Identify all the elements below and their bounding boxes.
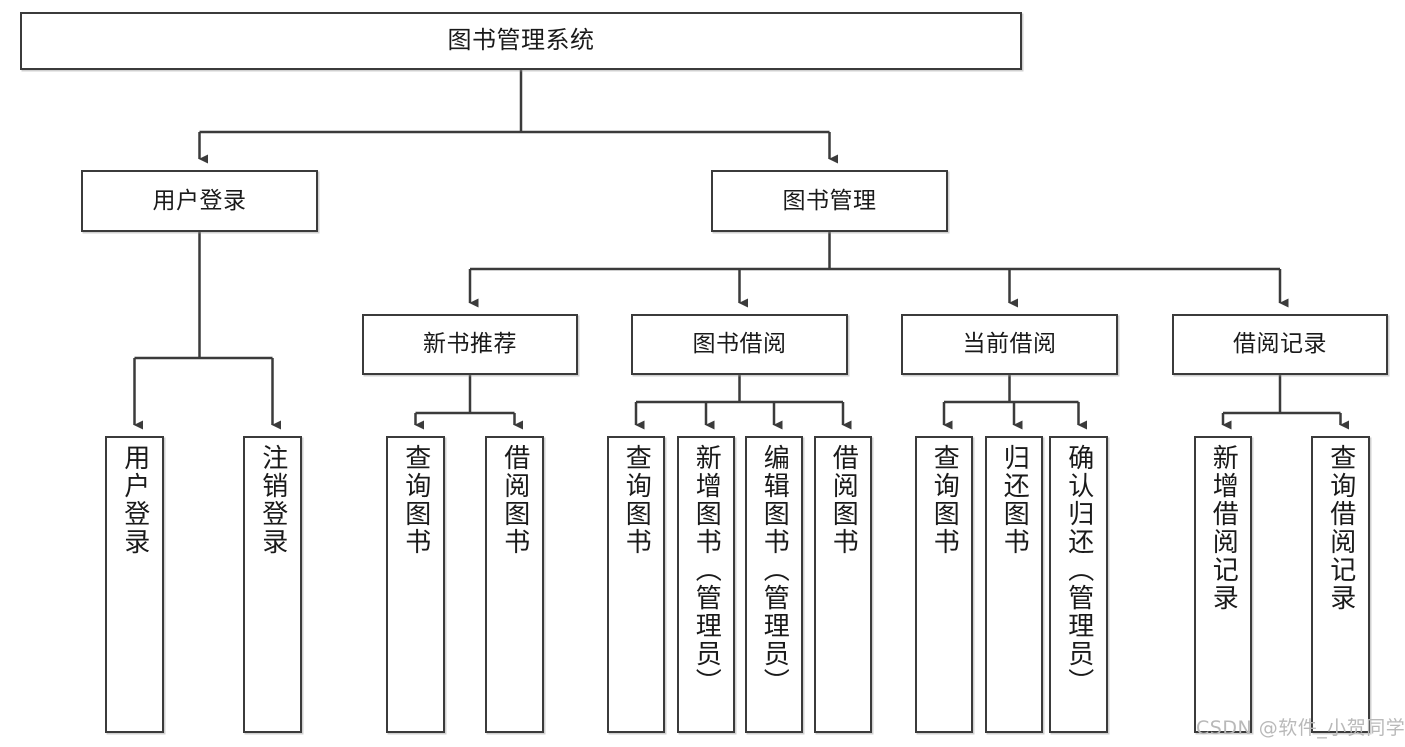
node-leaf-add-book[interactable]: 新增图书（管理员） [677, 436, 735, 733]
node-label: 查询图书 [929, 444, 960, 556]
node-label: 查询图书 [400, 444, 431, 556]
node-leaf-confirm-return[interactable]: 确认归还（管理员） [1049, 436, 1108, 733]
node-label: 新书推荐 [423, 331, 517, 358]
node-user-login[interactable]: 用户登录 [81, 170, 318, 232]
node-label: 图书管理 [782, 187, 877, 214]
node-book-borrow[interactable]: 图书借阅 [631, 314, 848, 375]
node-leaf-query-borrow-record[interactable]: 查询借阅记录 [1311, 436, 1370, 733]
node-leaf-user-login[interactable]: 用户登录 [105, 436, 164, 733]
node-leaf-borrow-book[interactable]: 借阅图书 [814, 436, 872, 733]
node-label: 用户登录 [119, 444, 150, 556]
node-book-manage[interactable]: 图书管理 [711, 170, 948, 232]
node-leaf-edit-book[interactable]: 编辑图书（管理员） [745, 436, 803, 733]
node-leaf-query-book-current[interactable]: 查询图书 [915, 436, 973, 733]
node-label: 借阅图书 [828, 444, 859, 556]
node-label: 查询图书 [621, 444, 652, 556]
node-label: 新增借阅记录 [1208, 444, 1239, 612]
csdn-watermark: CSDN @软件_小贺同学 [1196, 717, 1405, 739]
node-label: 新增图书（管理员） [691, 444, 722, 696]
node-label: 注销登录 [257, 444, 288, 556]
node-label: 当前借阅 [962, 331, 1057, 358]
node-label: 图书管理系统 [447, 26, 595, 55]
node-label: 图书借阅 [692, 331, 787, 358]
node-leaf-return-book[interactable]: 归还图书 [985, 436, 1043, 733]
node-label: 查询借阅记录 [1325, 444, 1356, 612]
node-label: 归还图书 [999, 444, 1030, 556]
node-label: 借阅图书 [499, 444, 530, 556]
node-current-borrow[interactable]: 当前借阅 [901, 314, 1118, 375]
node-new-book-recommend[interactable]: 新书推荐 [362, 314, 578, 375]
node-label: 借阅记录 [1233, 331, 1327, 358]
node-leaf-logout[interactable]: 注销登录 [243, 436, 302, 733]
node-root[interactable]: 图书管理系统 [20, 12, 1022, 70]
node-leaf-borrow-book-recommend[interactable]: 借阅图书 [485, 436, 544, 733]
node-leaf-query-book-recommend[interactable]: 查询图书 [386, 436, 445, 733]
node-label: 用户登录 [152, 187, 247, 214]
node-leaf-query-book-borrow[interactable]: 查询图书 [607, 436, 665, 733]
node-label: 确认归还（管理员） [1063, 444, 1094, 696]
node-leaf-add-borrow-record[interactable]: 新增借阅记录 [1194, 436, 1252, 733]
node-label: 编辑图书（管理员） [759, 444, 790, 696]
node-borrow-record[interactable]: 借阅记录 [1172, 314, 1388, 375]
